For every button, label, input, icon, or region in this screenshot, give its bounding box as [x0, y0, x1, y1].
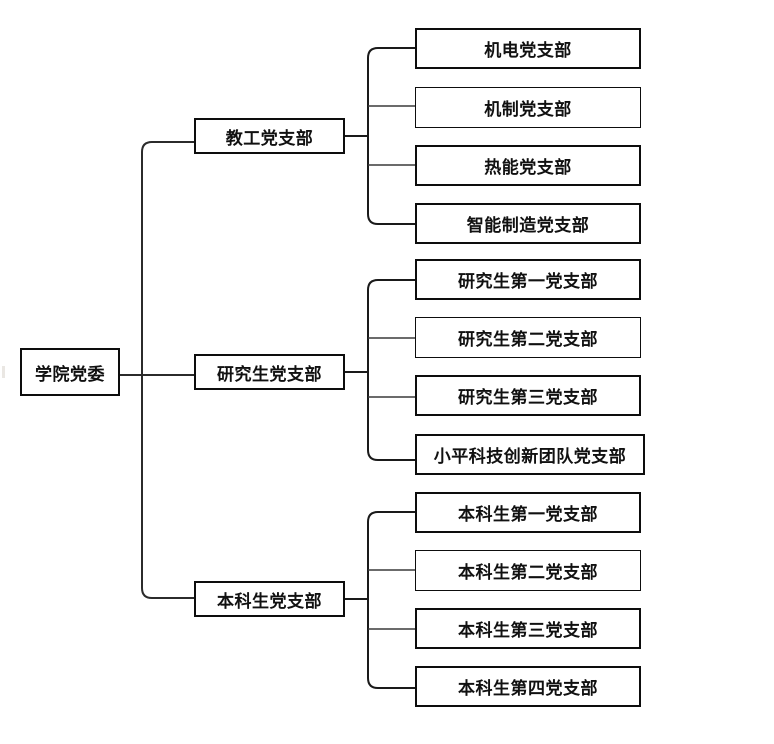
node-branch-graduate[interactable]: 研究生党支部: [194, 354, 345, 390]
node-branch-label: 研究生党支部: [217, 364, 322, 384]
branch-2-connector: [345, 260, 417, 490]
node-branch-label: 本科生党支部: [217, 591, 322, 611]
node-leaf-undergraduate-3[interactable]: 本科生第三党支部: [415, 608, 641, 649]
node-branch-undergraduate[interactable]: 本科生党支部: [194, 581, 345, 617]
node-leaf-undergraduate-1[interactable]: 本科生第一党支部: [415, 492, 641, 533]
node-leaf-reneng[interactable]: 热能党支部: [415, 145, 641, 186]
edge-root-spine: [141, 141, 194, 599]
node-leaf-label: 研究生第三党支部: [458, 388, 598, 407]
node-leaf-xiaoping-innovation-team[interactable]: 小平科技创新团队党支部: [415, 434, 645, 475]
node-leaf-label: 机电党支部: [484, 41, 572, 60]
branch-1-connector: [345, 28, 417, 258]
node-leaf-jidian[interactable]: 机电党支部: [415, 28, 641, 69]
node-branch-label: 教工党支部: [225, 128, 314, 148]
node-leaf-label: 热能党支部: [484, 158, 572, 177]
node-leaf-graduate-3[interactable]: 研究生第三党支部: [415, 375, 641, 416]
node-leaf-label: 研究生第二党支部: [458, 330, 598, 349]
node-leaf-label: 本科生第四党支部: [458, 679, 598, 698]
node-leaf-label: 本科生第二党支部: [458, 563, 598, 582]
edge-branch2-spine: [367, 279, 415, 461]
node-branch-faculty[interactable]: 教工党支部: [194, 118, 345, 154]
node-leaf-zhineng-zhizao[interactable]: 智能制造党支部: [415, 203, 641, 244]
node-leaf-graduate-2[interactable]: 研究生第二党支部: [415, 317, 641, 358]
node-leaf-jizhi[interactable]: 机制党支部: [415, 87, 641, 128]
branch-3-connector: [345, 492, 417, 722]
node-leaf-label: 本科生第一党支部: [458, 505, 598, 524]
node-leaf-label: 机制党支部: [484, 100, 572, 119]
node-leaf-graduate-1[interactable]: 研究生第一党支部: [415, 259, 641, 300]
node-leaf-undergraduate-4[interactable]: 本科生第四党支部: [415, 666, 641, 707]
node-leaf-label: 智能制造党支部: [466, 216, 590, 235]
node-root-label: 学院党委: [35, 364, 105, 384]
edge-branch3-spine: [367, 511, 415, 689]
node-leaf-label: 本科生第三党支部: [458, 621, 598, 640]
node-leaf-label: 研究生第一党支部: [458, 272, 598, 291]
node-root-party-committee[interactable]: 学院党委: [20, 348, 120, 396]
scan-artifact: [2, 366, 5, 378]
node-leaf-undergraduate-2[interactable]: 本科生第二党支部: [415, 550, 641, 591]
edge-branch1-spine: [367, 47, 415, 225]
node-leaf-label: 小平科技创新团队党支部: [433, 447, 627, 466]
